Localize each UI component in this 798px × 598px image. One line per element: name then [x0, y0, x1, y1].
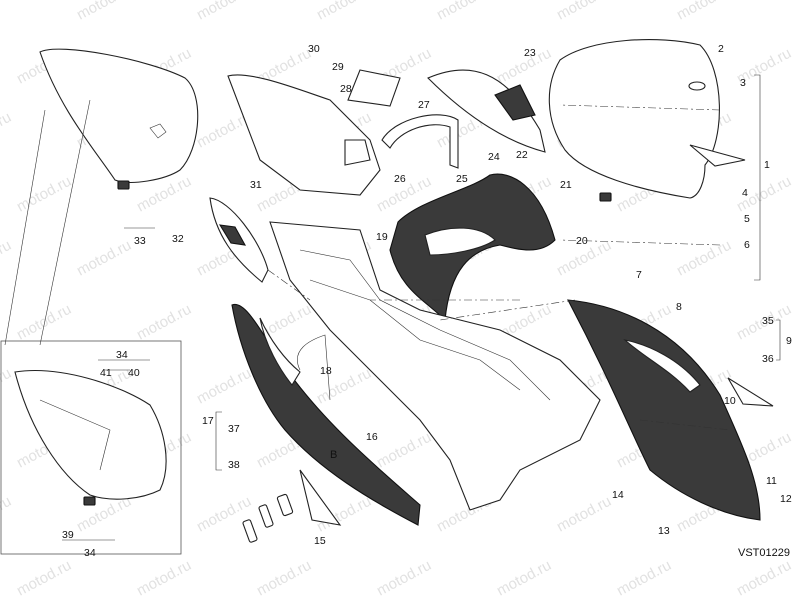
callout-1: 1 — [764, 159, 770, 171]
watermark-text: motod.ru — [374, 557, 434, 598]
watermark-text: motod.ru — [14, 173, 74, 216]
callout-8: 8 — [676, 301, 682, 313]
diagram-reference-code: VST01229 — [738, 547, 790, 559]
inset-detail — [0, 99, 182, 555]
callout-30: 30 — [308, 43, 320, 55]
callout-3: 3 — [740, 77, 746, 89]
watermark-text: motod.ru — [194, 0, 254, 24]
callout-16: 16 — [366, 431, 378, 443]
watermark-text: motod.ru — [254, 557, 314, 598]
callout-13: 13 — [658, 525, 670, 537]
callout-18: 18 — [320, 365, 332, 377]
watermark-text: motod.ru — [734, 557, 794, 598]
construction-lines — [267, 104, 731, 431]
clip-5-left — [117, 180, 130, 190]
watermark-text: motod.ru — [134, 557, 194, 598]
right-side-panel — [567, 299, 761, 521]
watermark-text: motod.ru — [0, 493, 14, 536]
parts-drawing — [39, 39, 774, 543]
fasteners — [242, 493, 294, 543]
callout-38: 38 — [228, 459, 240, 471]
callout-29: 29 — [332, 61, 344, 73]
watermark-text: motod.ru — [134, 301, 194, 344]
callout-11: 11 — [766, 475, 777, 487]
callout-34b: 34 — [84, 547, 96, 559]
callout-28: 28 — [340, 83, 352, 95]
callout-14: 14 — [612, 489, 624, 501]
callout-23: 23 — [524, 47, 536, 59]
group-brackets — [62, 74, 781, 541]
tail-tray — [227, 74, 381, 196]
callout-10: 10 — [724, 395, 736, 407]
callout-7: 7 — [636, 269, 642, 281]
callout-40: 40 — [128, 367, 140, 379]
callout-39: 39 — [62, 529, 74, 541]
callout-31: 31 — [250, 179, 262, 191]
callout-layer: 1 2 3 4 5 6 7 8 9 10 11 12 13 14 15 16 1… — [62, 43, 792, 559]
watermark-text: motod.ru — [74, 237, 134, 280]
callout-33: 33 — [134, 235, 146, 247]
callout-19: 19 — [376, 231, 388, 243]
watermark-text: motod.ru — [0, 0, 14, 24]
callout-9: 9 — [786, 335, 792, 347]
watermark-text: motod.ru — [0, 109, 14, 152]
callout-17: 17 — [202, 415, 214, 427]
watermark-text: motod.ru — [74, 0, 134, 24]
callout-5: 5 — [744, 213, 750, 225]
watermark-text: motod.ru — [14, 301, 74, 344]
watermark-text: motod.ru — [554, 0, 614, 24]
callout-22: 22 — [516, 149, 528, 161]
inset-label: B — [330, 449, 337, 461]
watermark-text: motod.ru — [0, 237, 14, 280]
callout-21: 21 — [560, 179, 572, 191]
watermark-text: motod.ru — [14, 557, 74, 598]
callout-4: 4 — [742, 187, 748, 199]
callout-2: 2 — [718, 43, 724, 55]
callout-6: 6 — [744, 239, 750, 251]
watermark-text: motod.ru — [674, 0, 734, 24]
watermark-text: motod.ru — [494, 557, 554, 598]
callout-37: 37 — [228, 423, 240, 435]
watermark-text: motod.ru — [434, 0, 494, 24]
watermark-text: motod.ru — [194, 365, 254, 408]
watermark-text: motod.ru — [614, 557, 674, 598]
callout-12: 12 — [780, 493, 792, 505]
callout-34: 34 — [116, 349, 128, 361]
upper-panel — [427, 69, 546, 153]
callout-24: 24 — [488, 151, 500, 163]
callout-41: 41 — [100, 367, 112, 379]
rider-seat — [548, 39, 720, 199]
watermark-text: motod.ru — [314, 0, 374, 24]
callout-26: 26 — [394, 173, 406, 185]
callout-35: 35 — [762, 315, 774, 327]
seat-cover-left — [39, 48, 199, 183]
callout-20: 20 — [576, 235, 588, 247]
callout-25: 25 — [456, 173, 468, 185]
watermark-text: motod.ru — [0, 365, 14, 408]
callout-15: 15 — [314, 535, 326, 547]
callout-32: 32 — [172, 233, 184, 245]
callout-36: 36 — [762, 353, 774, 365]
callout-27: 27 — [418, 99, 430, 111]
watermark-text: motod.ru — [554, 493, 614, 536]
watermark-text: motod.ru — [374, 429, 434, 472]
watermark-text: motod.ru — [674, 237, 734, 280]
